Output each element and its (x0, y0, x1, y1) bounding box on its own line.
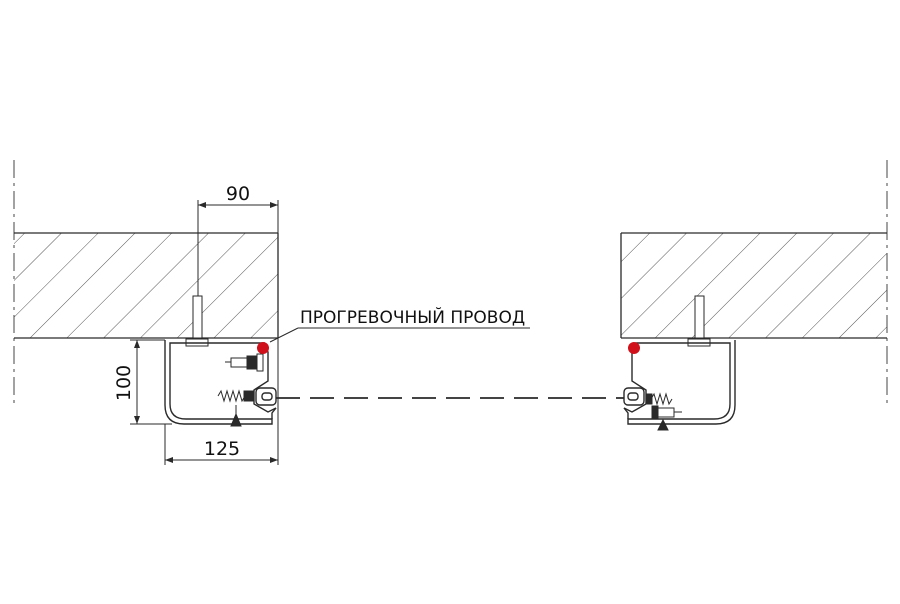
right-bracket-profile (623, 340, 736, 425)
dimension-90: 90 (197, 183, 279, 300)
dimension-100-label: 100 (113, 365, 135, 401)
dimension-90-label: 90 (226, 183, 250, 205)
left-wall-section (14, 232, 279, 339)
left-fittings (217, 353, 264, 427)
left-heating-wire-dot (257, 342, 269, 354)
right-wall-section (620, 232, 887, 339)
heating-wire-label: ПРОГРЕВОЧНЫЙ ПРОВОД (300, 306, 525, 328)
heating-wire-leader: ПРОГРЕВОЧНЫЙ ПРОВОД (269, 306, 530, 343)
left-bracket-profile (164, 340, 277, 425)
dimension-125-label: 125 (204, 438, 240, 460)
dimension-125: 125 (164, 338, 279, 465)
dimension-100: 100 (113, 339, 172, 425)
right-fittings (645, 392, 682, 431)
right-heating-wire-dot (628, 342, 640, 354)
